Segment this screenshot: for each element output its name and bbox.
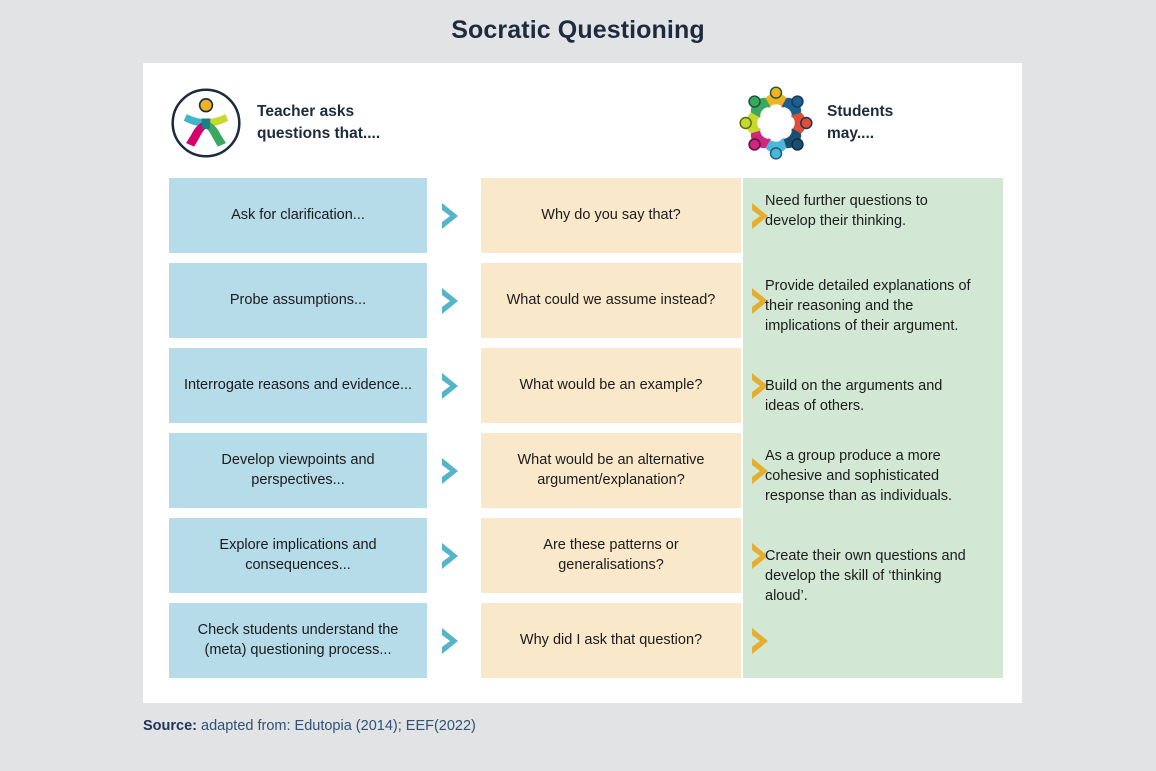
teacher-prompt-cell: Develop viewpoints and perspectives... — [169, 433, 427, 508]
table-row: Explore implications and consequences...… — [169, 518, 1029, 593]
students-column-label: Students may.... — [827, 102, 894, 142]
chevron-right-icon — [747, 625, 773, 657]
question-cell: Are these patterns or generalisations? — [481, 518, 741, 593]
list-item: Need further questions to develop their … — [765, 193, 928, 229]
list-item: Provide detailed explanations of their r… — [765, 278, 971, 334]
list-item: Build on the arguments and ideas of othe… — [765, 378, 943, 414]
infographic-card: Teacher asks questions that.... — [143, 63, 1022, 703]
chevron-right-icon — [437, 625, 463, 657]
question-cell: Why did I ask that question? — [481, 603, 741, 678]
chevron-right-icon — [747, 455, 773, 487]
chevron-right-icon — [437, 540, 463, 572]
source-label: Source: — [143, 718, 197, 734]
table-row: Check students understand the (meta) que… — [169, 603, 1029, 678]
teacher-column-header: Teacher asks questions that.... — [169, 86, 380, 160]
teacher-column-label: Teacher asks questions that.... — [257, 102, 381, 142]
list-item: Create their own questions and develop t… — [765, 548, 966, 604]
chevron-right-icon — [437, 370, 463, 402]
teacher-prompt-cell: Check students understand the (meta) que… — [169, 603, 427, 678]
questioning-grid: Ask for clarification... Why do you say … — [169, 178, 1029, 688]
question-cell: What would be an example? — [481, 348, 741, 423]
question-cell: What would be an alternative argument/ex… — [481, 433, 741, 508]
table-row: Probe assumptions... What could we assum… — [169, 263, 1029, 338]
table-row: Develop viewpoints and perspectives... W… — [169, 433, 1029, 508]
person-in-circle-icon — [169, 86, 243, 160]
chevron-right-icon — [747, 540, 773, 572]
table-row: Ask for clarification... Why do you say … — [169, 178, 1029, 253]
chevron-right-icon — [747, 200, 773, 232]
question-cell: Why do you say that? — [481, 178, 741, 253]
people-circle-group-icon — [739, 86, 813, 160]
teacher-prompt-cell: Probe assumptions... — [169, 263, 427, 338]
column-headers: Teacher asks questions that.... — [143, 63, 1022, 178]
source-text: adapted from: Edutopia (2014); EEF(2022) — [197, 718, 476, 734]
chevron-right-icon — [437, 285, 463, 317]
source-caption: Source: adapted from: Edutopia (2014); E… — [143, 718, 476, 734]
chevron-right-icon — [437, 455, 463, 487]
chevron-right-icon — [437, 200, 463, 232]
chevron-right-icon — [747, 370, 773, 402]
students-outcomes-panel — [743, 178, 1003, 678]
students-column-header: Students may.... — [739, 86, 893, 160]
question-cell: What could we assume instead? — [481, 263, 741, 338]
students-outcomes-list: Need further questions to develop their … — [743, 178, 1003, 678]
table-row: Interrogate reasons and evidence... What… — [169, 348, 1029, 423]
teacher-prompt-cell: Explore implications and consequences... — [169, 518, 427, 593]
chevron-right-icon — [747, 285, 773, 317]
list-item: As a group produce a more cohesive and s… — [765, 448, 953, 504]
teacher-prompt-cell: Ask for clarification... — [169, 178, 427, 253]
page-title: Socratic Questioning — [451, 16, 705, 44]
teacher-prompt-cell: Interrogate reasons and evidence... — [169, 348, 427, 423]
